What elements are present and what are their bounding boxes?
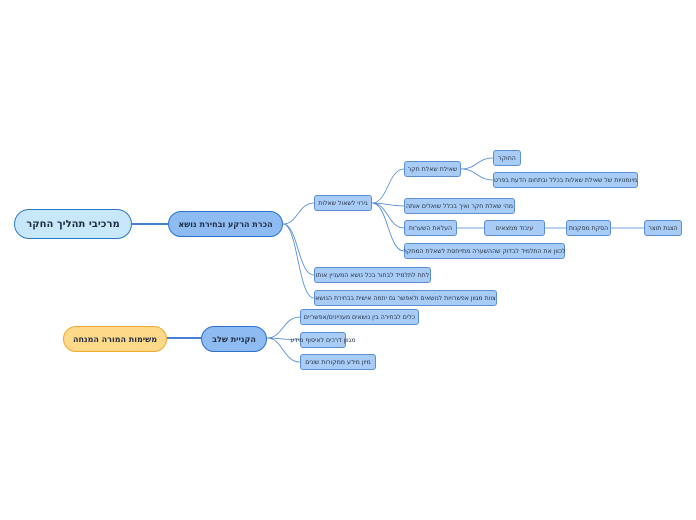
connector-rq-skills — [460, 168, 494, 181]
node-ask-questions[interactable]: גירוי לשאול שאלות — [314, 195, 372, 211]
node-give-student[interactable]: לתת לתלמיד לבחור בכל נושא המעניין אותו — [314, 267, 431, 283]
connector-bg-expose — [282, 223, 315, 299]
root-research-components[interactable]: מרכיבי תהליך החקר — [14, 209, 132, 239]
node-hypotheses[interactable]: העלאת השערות — [404, 220, 457, 236]
node-direct-student[interactable]: לכוון את התלמיד לבדוק שההשערה מתייחסת לש… — [403, 243, 566, 259]
connector-skills-tools — [266, 316, 301, 339]
connector-rq-researcher — [460, 157, 494, 170]
node-tools-choice[interactable]: כלים לבחירה בין נושאים מעניינים/אפשריים — [300, 309, 419, 325]
node-info-sorting[interactable]: מיון מידע ממקורות שונים — [300, 354, 376, 370]
connector-ask-rq — [371, 168, 405, 204]
node-info-processing[interactable]: עיבוד ממצאים — [484, 220, 545, 236]
node-product[interactable]: הצגת תוצר — [644, 220, 682, 236]
connector-bg-ask — [282, 202, 315, 225]
node-what-is-question[interactable]: מהי שאלת חקר ואיך בכלל שואלים אותה — [404, 198, 515, 214]
main-topic-background[interactable]: הכרת הרקע ובחירת נושא — [168, 211, 283, 237]
node-research-question[interactable]: שאילת שאלת חקר — [404, 161, 461, 177]
main-topic-skills[interactable]: הקניית שלב — [201, 326, 267, 352]
node-conclusions[interactable]: הסקת מסקנות — [566, 220, 611, 236]
connector-bg-give — [282, 223, 315, 276]
node-question-skills[interactable]: מיומנויות של שאילת שאלות בכלל ובתחום הדע… — [493, 172, 638, 188]
node-expose-team[interactable]: צוות מגוון אפשרויות לנושאים ולאפשר גם יו… — [314, 290, 497, 306]
connector-ask-hyp — [371, 202, 405, 229]
connector-skills-sort — [266, 337, 301, 363]
root-mentor-tasks[interactable]: משימות המורה המנחה — [63, 326, 167, 352]
connector-ask-direct — [371, 202, 405, 252]
node-researcher[interactable]: החוקר — [493, 150, 521, 166]
node-various-ways[interactable]: מגוון דרכים לאיסוף מידע — [291, 332, 355, 348]
